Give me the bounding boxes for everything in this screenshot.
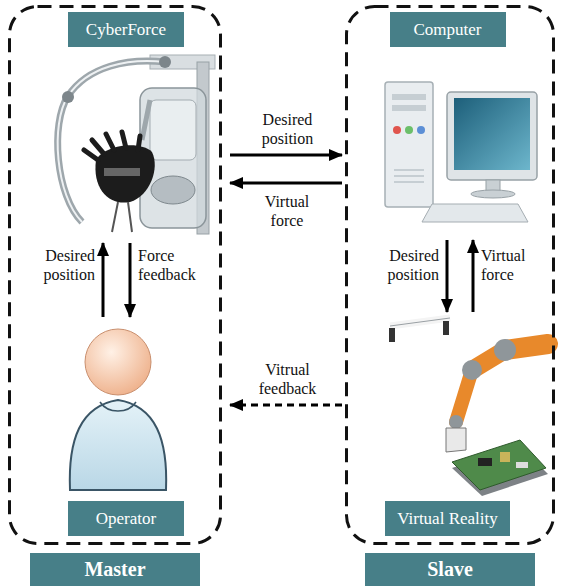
robot-illustration bbox=[452, 440, 546, 490]
connector-arrow bbox=[102, 243, 105, 317]
robot-illustration bbox=[390, 318, 450, 326]
robot-illustration bbox=[389, 328, 395, 342]
edge-label: Virtual force bbox=[257, 192, 317, 230]
edge-label: Vitrual feedback bbox=[240, 360, 335, 398]
cyberforce-illustration bbox=[112, 202, 132, 232]
cyberforce-illustration bbox=[58, 61, 165, 222]
cyberforce-illustration bbox=[142, 100, 150, 140]
edge-label: Desired position bbox=[240, 110, 335, 148]
device-label: Operator bbox=[68, 501, 184, 536]
robot-illustration bbox=[449, 415, 463, 429]
computer-illustration bbox=[422, 204, 528, 222]
device-panel: CyberForce bbox=[30, 12, 222, 235]
robot-illustration bbox=[462, 360, 482, 380]
connector-arrow bbox=[230, 154, 342, 157]
cyberforce-illustration bbox=[151, 176, 195, 204]
robot-illustration bbox=[516, 462, 528, 468]
device-panel: Computer bbox=[350, 12, 545, 232]
robot-illustration bbox=[494, 339, 516, 361]
connector-arrow bbox=[446, 240, 449, 312]
group-heading: Slave bbox=[365, 553, 535, 586]
operator-icon bbox=[85, 329, 151, 395]
edge-label: Desired position bbox=[353, 246, 439, 284]
device-panel: Virtual Reality bbox=[350, 320, 545, 536]
computer-illustration bbox=[405, 126, 413, 134]
computer-illustration bbox=[394, 170, 424, 182]
cyberforce-illustration bbox=[84, 132, 140, 160]
computer-illustration bbox=[471, 190, 515, 198]
computer-illustration bbox=[385, 82, 433, 207]
dashed-outline bbox=[10, 7, 221, 544]
cyberforce-illustration bbox=[58, 55, 215, 234]
connector-arrow bbox=[230, 404, 342, 407]
device-label: Virtual Reality bbox=[385, 501, 509, 536]
edge-label: Force feedback bbox=[138, 246, 218, 284]
robot-illustration bbox=[478, 458, 492, 466]
robot-illustration bbox=[390, 318, 450, 326]
robot-illustration bbox=[443, 321, 449, 335]
computer-illustration bbox=[447, 92, 537, 180]
dashed-outline bbox=[347, 7, 554, 544]
cyberforce-illustration bbox=[58, 61, 165, 222]
cyberforce-illustration bbox=[62, 91, 74, 103]
operator-icon bbox=[100, 402, 136, 411]
computer-illustration bbox=[392, 105, 426, 111]
device-panel: Operator bbox=[30, 325, 222, 536]
computer-illustration bbox=[385, 82, 537, 222]
operator-icon bbox=[70, 329, 166, 490]
robot-illustration bbox=[446, 428, 466, 452]
robot-illustration bbox=[500, 452, 510, 462]
robot-illustration bbox=[389, 318, 548, 496]
group-heading: Master bbox=[30, 553, 200, 586]
device-label: CyberForce bbox=[68, 12, 184, 47]
computer-illustration bbox=[454, 98, 530, 170]
edge-label: Virtual force bbox=[481, 246, 547, 284]
device-label: Computer bbox=[390, 12, 506, 47]
cyberforce-illustration bbox=[104, 168, 140, 176]
computer-illustration bbox=[417, 126, 425, 134]
connector-arrow bbox=[230, 182, 342, 185]
computer-illustration bbox=[393, 126, 401, 134]
cyberforce-illustration bbox=[159, 56, 171, 68]
edge-label: Desired position bbox=[15, 246, 95, 284]
operator-icon bbox=[70, 400, 166, 490]
connector-arrow bbox=[472, 240, 475, 312]
connector-arrow bbox=[129, 243, 132, 317]
computer-illustration bbox=[392, 94, 426, 100]
cyberforce-illustration bbox=[150, 100, 196, 160]
